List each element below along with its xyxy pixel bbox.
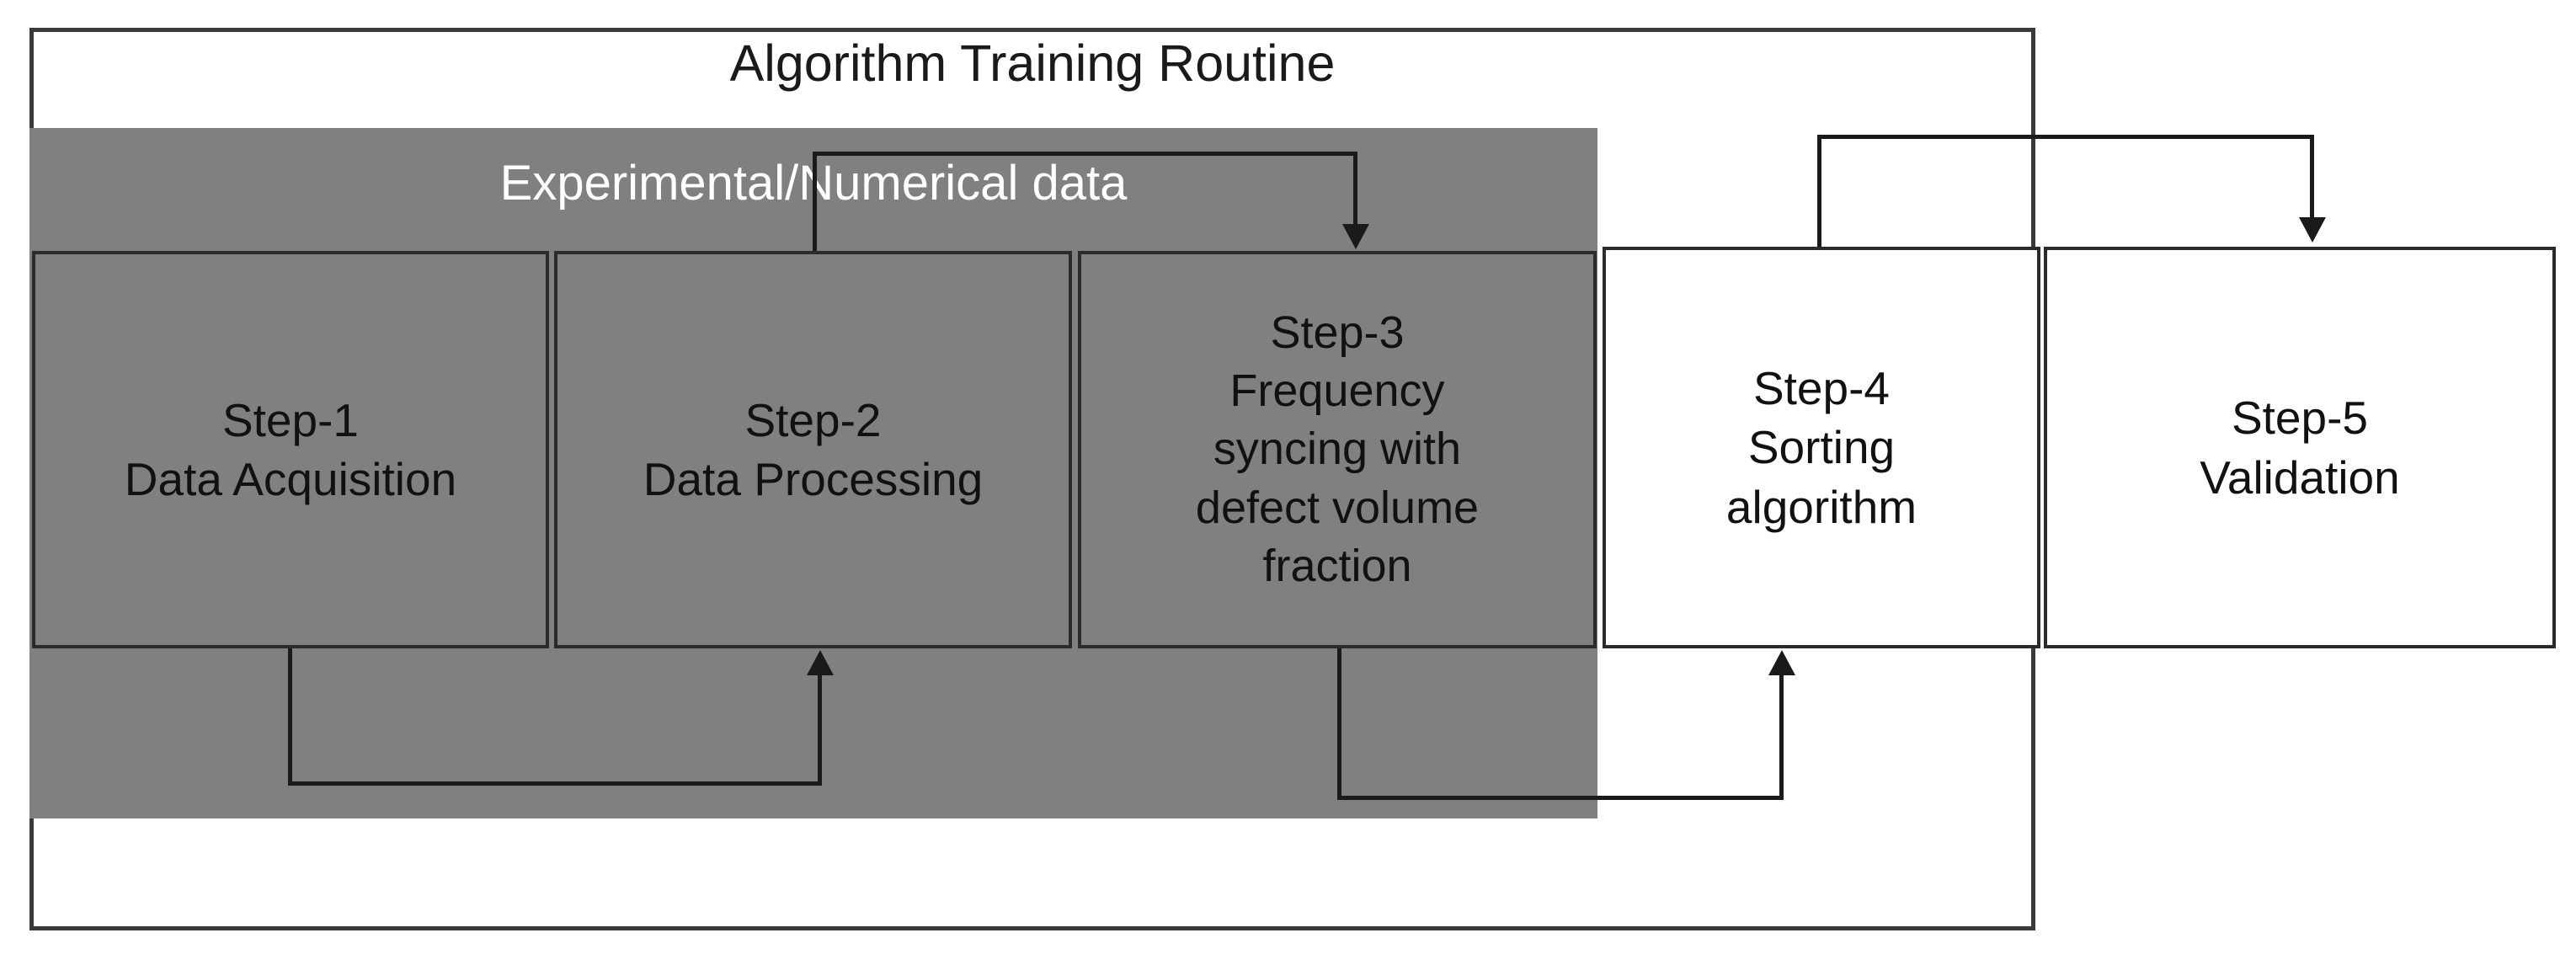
step-5-label: Step-5 Validation	[2200, 392, 2400, 504]
step-4-label: Step-4 Sorting algorithm	[1725, 361, 1917, 533]
conn-step4-to-step5-segment-right	[2310, 135, 2314, 219]
step-box-4[interactable]: Step-4 Sorting algorithm	[1603, 247, 2040, 648]
conn-data-to-step3-segment-top	[813, 152, 1357, 156]
conn-step3-to-step4-segment-left	[1337, 648, 1341, 800]
conn-data-to-step3-segment-left	[813, 152, 817, 253]
step-3-label: Step-3 Frequency syncing with defect vol…	[1195, 307, 1480, 591]
step-1-label: Step-1 Data Acquisition	[124, 393, 457, 505]
conn-data-to-step3-arrowhead	[1342, 224, 1369, 249]
conn-step4-to-step5-segment-left	[1817, 135, 1821, 248]
step-2-label: Step-2 Data Processing	[643, 393, 984, 505]
step-box-2[interactable]: Step-2 Data Processing	[554, 251, 1072, 648]
conn-step1-to-step2-arrowhead	[807, 650, 834, 675]
conn-step4-to-step5-segment-top	[1817, 135, 2314, 139]
conn-step1-to-step2-segment-left	[288, 648, 292, 786]
conn-step3-to-step4-segment-right	[1779, 674, 1784, 800]
conn-step3-to-step4-segment-bottom	[1337, 796, 1784, 800]
page-title: Algorithm Training Routine	[729, 35, 1336, 92]
step-box-1[interactable]: Step-1 Data Acquisition	[32, 251, 549, 648]
conn-step1-to-step2-segment-right	[818, 674, 822, 786]
conn-step3-to-step4-arrowhead	[1768, 650, 1795, 675]
conn-step1-to-step2-segment-bottom	[288, 781, 822, 786]
conn-step4-to-step5-arrowhead	[2299, 217, 2326, 243]
conn-data-to-step3-segment-right	[1353, 152, 1357, 229]
step-box-5[interactable]: Step-5 Validation	[2044, 247, 2556, 648]
step-box-3[interactable]: Step-3 Frequency syncing with defect vol…	[1078, 251, 1597, 648]
